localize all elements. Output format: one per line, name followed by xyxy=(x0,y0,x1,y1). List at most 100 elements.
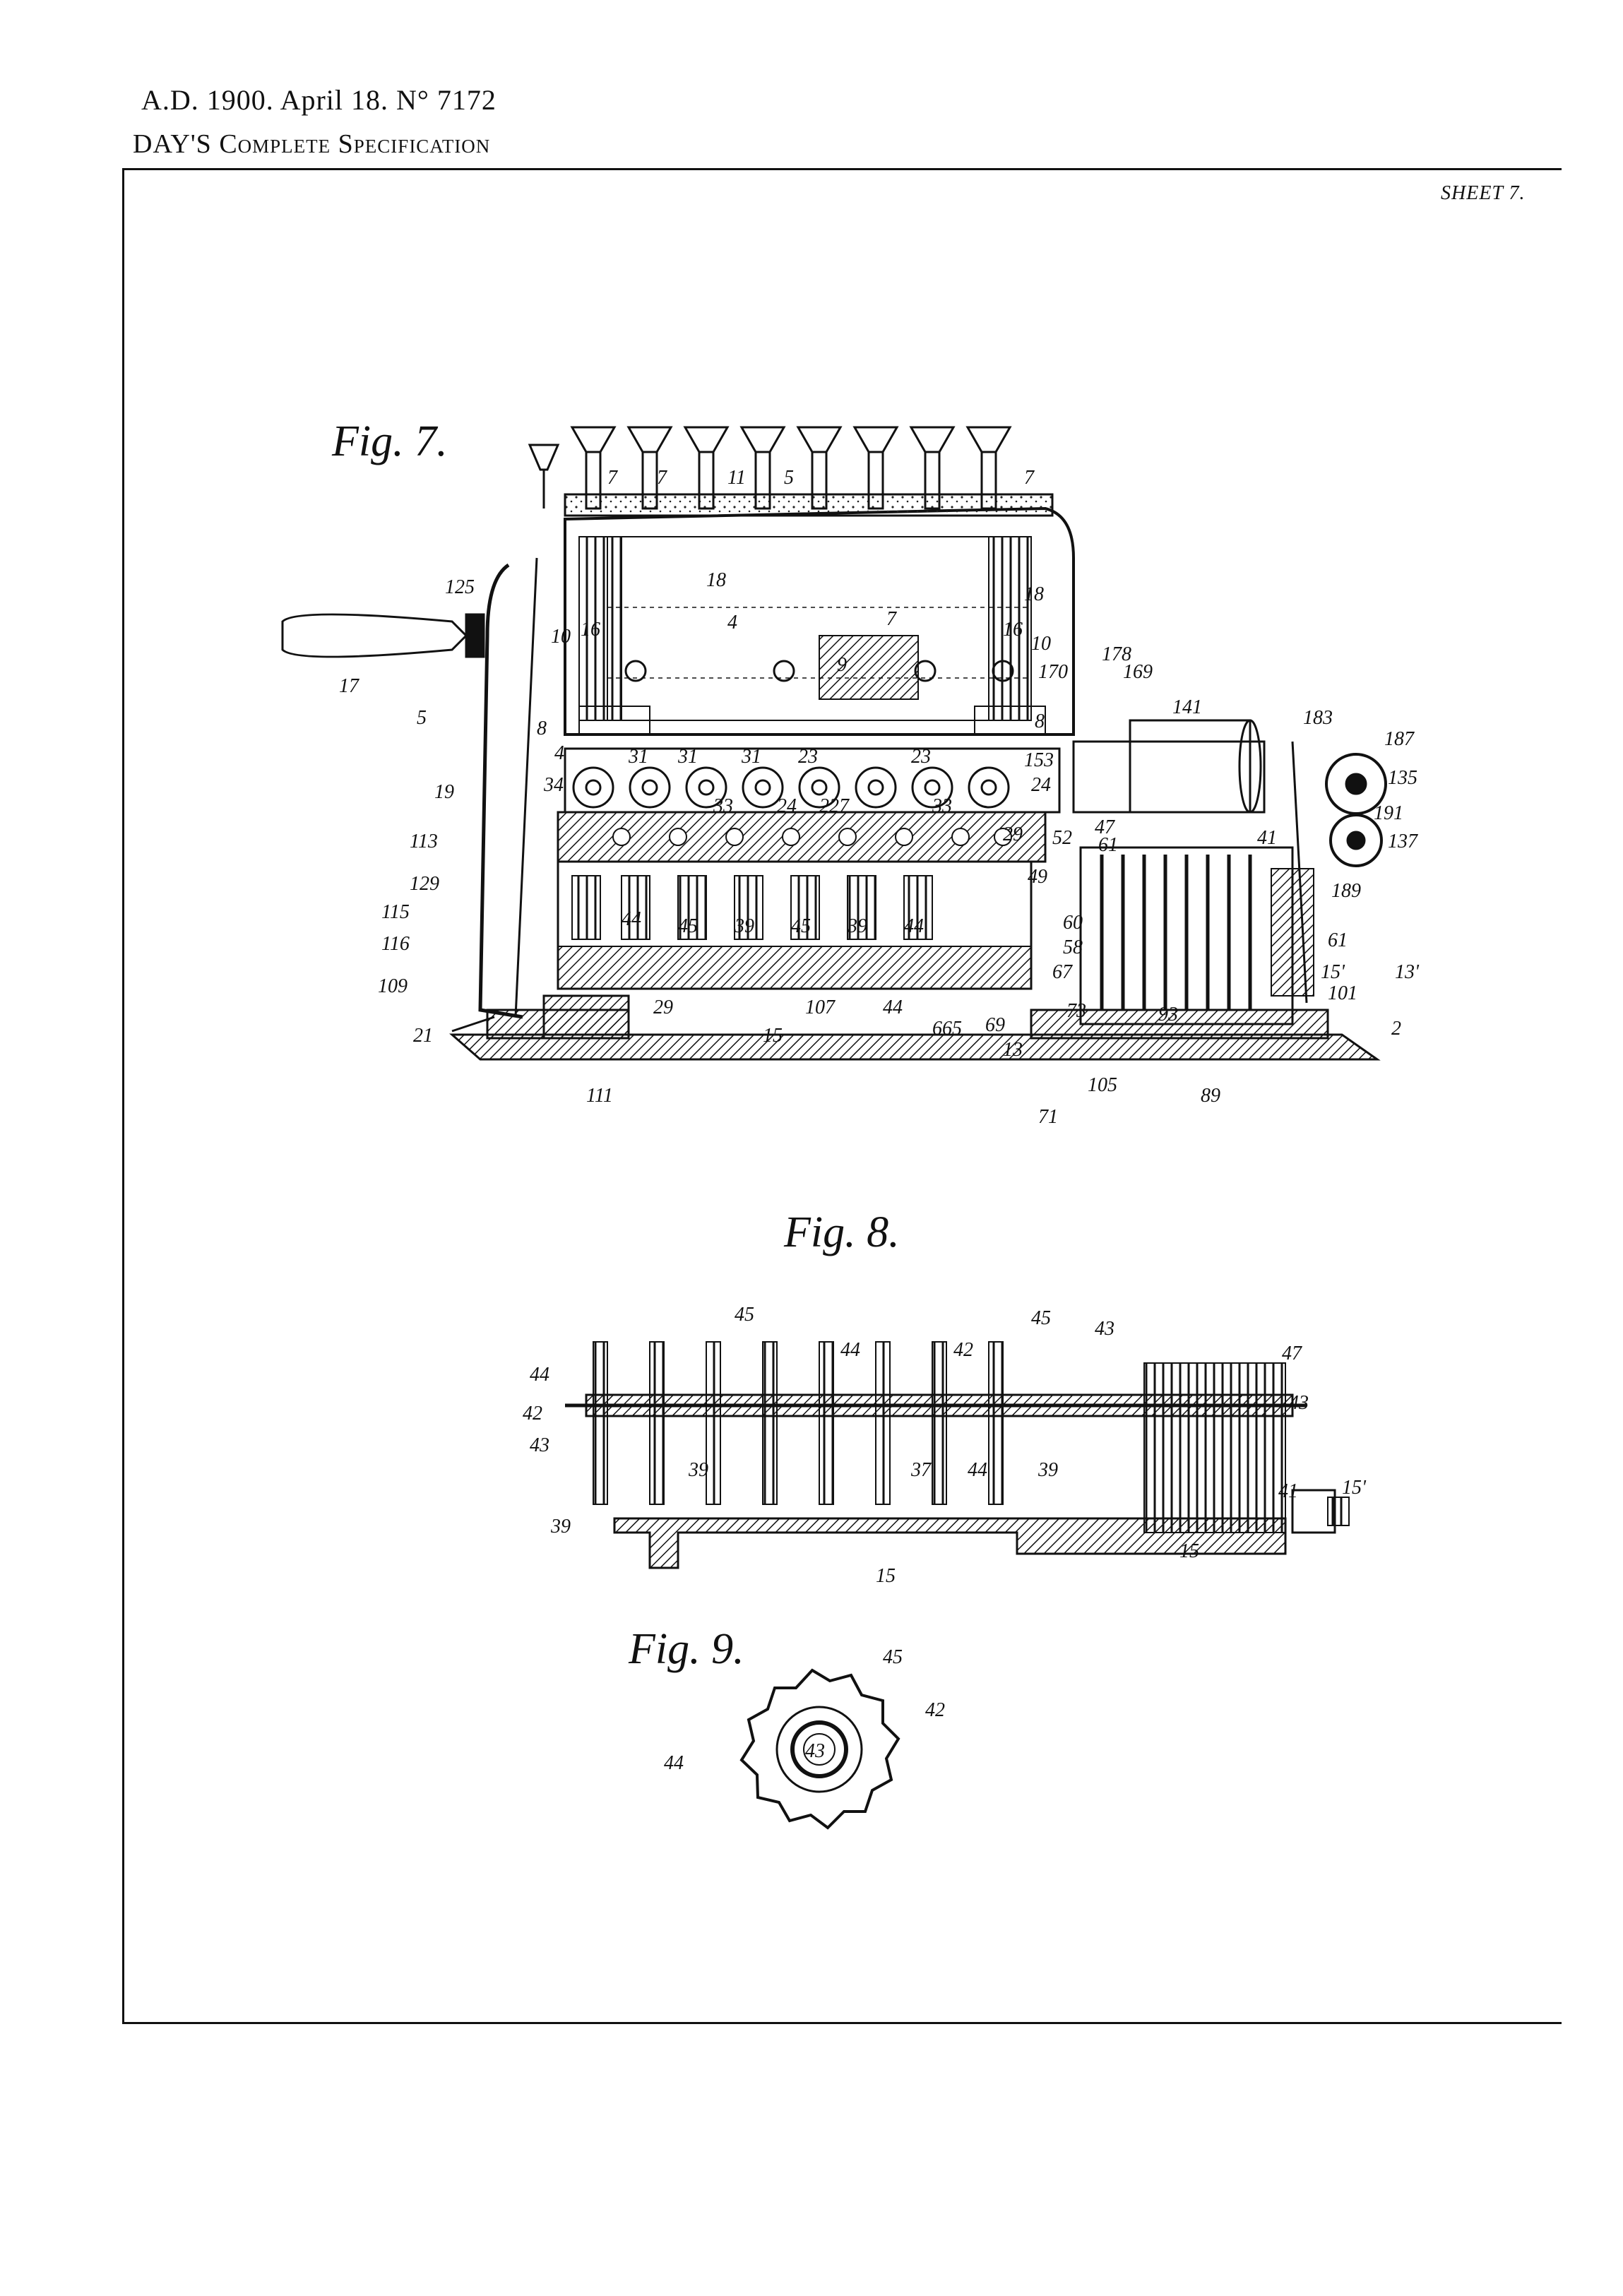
callout: 7 xyxy=(1024,467,1035,489)
callout: 189 xyxy=(1331,880,1361,902)
callout: 45 xyxy=(791,915,811,937)
callout: 18 xyxy=(706,569,726,591)
callout: 10 xyxy=(1031,633,1051,655)
callout: 4 xyxy=(727,612,737,634)
callout: 44 xyxy=(530,1364,549,1386)
callout: 24 xyxy=(777,795,797,817)
callout: 42 xyxy=(953,1339,973,1361)
callout: 109 xyxy=(378,975,408,997)
callout: 15 xyxy=(763,1025,783,1047)
callout: 33 xyxy=(932,795,952,817)
callout: 18 xyxy=(1024,583,1044,605)
callout: 60 xyxy=(1063,912,1083,934)
callout: 137 xyxy=(1388,831,1418,852)
callout: 39 xyxy=(688,1459,708,1481)
drawing-frame xyxy=(122,168,1562,2024)
callout: 113 xyxy=(410,831,438,852)
callout: 45 xyxy=(678,915,698,937)
callout: 191 xyxy=(1374,802,1403,824)
callout: 4 xyxy=(554,742,564,764)
callout: 39 xyxy=(734,915,754,937)
callout: 183 xyxy=(1303,707,1333,729)
callout: 34 xyxy=(543,774,564,796)
callout: 7 xyxy=(607,467,618,489)
fig8-label: Fig. 8. xyxy=(784,1208,900,1256)
callout: 15' xyxy=(1342,1477,1367,1499)
callout: 141 xyxy=(1172,696,1202,718)
callout: 29 xyxy=(653,997,673,1018)
callout: 61 xyxy=(1328,929,1348,951)
callout: 67 xyxy=(1052,961,1073,983)
fig7-callout-numbers: 7 7 11 5 7 18 18 125 4 7 9 16 16 10 10 1… xyxy=(339,467,1420,1128)
callout: 21 xyxy=(413,1025,433,1047)
callout: 44 xyxy=(622,908,641,930)
callout: 69 xyxy=(985,1014,1005,1036)
callout: 89 xyxy=(1201,1085,1220,1107)
callout: 13' xyxy=(1395,961,1420,983)
callout: 11 xyxy=(727,467,746,489)
callout: 49 xyxy=(1028,866,1047,888)
callout: 39 xyxy=(550,1516,571,1537)
callout: 93 xyxy=(1158,1004,1178,1025)
callout: 187 xyxy=(1384,728,1415,750)
callout: 29 xyxy=(1003,823,1023,845)
callout: 41 xyxy=(1257,827,1277,849)
callout: 19 xyxy=(434,781,454,803)
callout: 8 xyxy=(1035,710,1045,732)
callout: 13 xyxy=(1003,1039,1023,1061)
callout: 43 xyxy=(1289,1392,1309,1414)
callout: 5 xyxy=(784,467,794,489)
callout: 116 xyxy=(381,933,410,955)
callout: 2 xyxy=(1391,1018,1401,1040)
callout: 44 xyxy=(968,1459,987,1481)
callout: 39 xyxy=(1038,1459,1058,1481)
callout: 47 xyxy=(1282,1343,1302,1364)
callout: 16 xyxy=(1003,619,1023,641)
fig9-callout-numbers: 45 42 44 43 xyxy=(664,1646,945,1774)
patent-date-number: A.D. 1900. April 18. N° 7172 xyxy=(141,84,497,116)
callout: 7 xyxy=(657,467,667,489)
callout: 43 xyxy=(1095,1318,1114,1340)
callout: 125 xyxy=(445,576,475,598)
callout: 61 xyxy=(1098,834,1118,856)
specification-title: DAY'S Complete Specification xyxy=(133,129,491,159)
callout: 52 xyxy=(1052,827,1072,849)
callout: 10 xyxy=(551,626,571,648)
callout: 73 xyxy=(1066,1000,1086,1022)
callout: 44 xyxy=(840,1339,860,1361)
callout: 16 xyxy=(581,619,600,641)
callout: 24 xyxy=(1031,774,1051,796)
callout: 5 xyxy=(417,707,427,729)
callout: 129 xyxy=(410,873,439,895)
sheet-number: SHEET 7. xyxy=(1441,182,1526,204)
callout: 44 xyxy=(664,1752,684,1774)
callout: 45 xyxy=(883,1646,903,1668)
callout: 42 xyxy=(523,1403,542,1424)
callout: 15 xyxy=(1179,1540,1199,1562)
fig9-drawing xyxy=(739,1668,900,1830)
callout: 178 xyxy=(1102,643,1131,665)
callout: 227 xyxy=(819,795,850,817)
callout: 44 xyxy=(883,997,903,1018)
callout: 47 xyxy=(1095,816,1115,838)
callout: 135 xyxy=(1388,767,1417,789)
callout: 45 xyxy=(1031,1307,1051,1329)
fig9-label: Fig. 9. xyxy=(629,1625,744,1673)
callout: 7 xyxy=(886,608,897,630)
callout: 42 xyxy=(925,1699,945,1721)
callout: 170 xyxy=(1038,661,1068,683)
fig8-callout-numbers: 45 45 43 47 44 44 42 43 42 43 39 37 44 3… xyxy=(523,1304,1367,1587)
callout: 58 xyxy=(1063,936,1083,958)
callout: 115 xyxy=(381,901,410,923)
callout: 107 xyxy=(805,997,836,1018)
callout: 71 xyxy=(1038,1106,1058,1128)
callout: 17 xyxy=(339,675,359,697)
callout: 111 xyxy=(586,1085,613,1107)
callout: 15 xyxy=(876,1565,896,1587)
callout: 23 xyxy=(911,746,931,768)
callout: 31 xyxy=(628,746,648,768)
callout: 23 xyxy=(798,746,818,768)
callout: 105 xyxy=(1088,1074,1117,1096)
callout: 101 xyxy=(1328,982,1357,1004)
